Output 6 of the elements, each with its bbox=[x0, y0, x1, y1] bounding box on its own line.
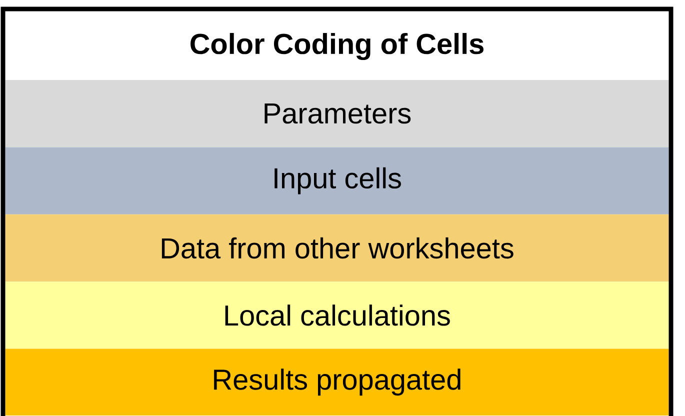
legend-row: Data from other worksheets bbox=[5, 214, 669, 282]
legend-row: Results propagated bbox=[5, 348, 669, 416]
legend-row: Parameters bbox=[5, 80, 669, 148]
title: Color Coding of Cells bbox=[190, 32, 484, 60]
legend-row: Local calculations bbox=[5, 282, 669, 349]
legend-row: Input cells bbox=[5, 147, 669, 214]
